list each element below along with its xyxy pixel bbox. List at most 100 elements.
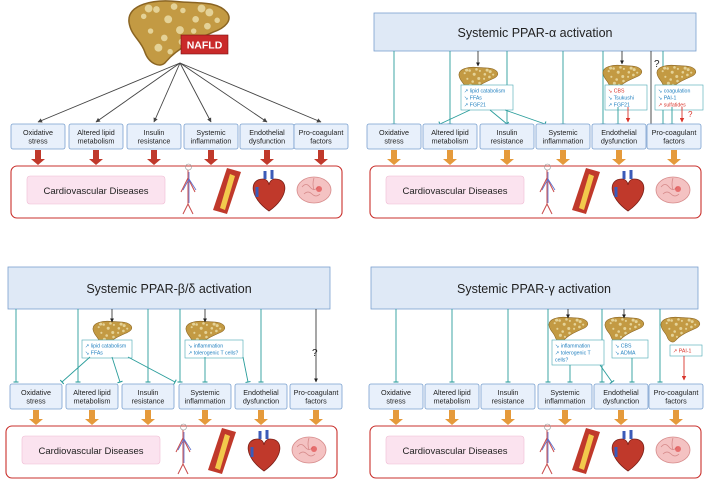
liver-spot xyxy=(638,323,641,326)
panel-ppar-gamma: Systemic PPAR-γ activation↘ inflammation… xyxy=(368,266,704,479)
cvd-panel: Cardiovascular Diseases xyxy=(10,163,343,219)
liver-spot xyxy=(144,4,153,13)
liver-spot xyxy=(677,318,680,321)
liver-spot xyxy=(567,326,571,330)
effect-box-frame xyxy=(654,84,704,111)
brain-folds xyxy=(660,177,680,197)
liver-spot xyxy=(193,331,196,334)
gamma-effect-box-2: ↘ CBS↘ ADMA xyxy=(611,339,649,359)
nafld-arrow xyxy=(179,62,212,123)
liver-spot xyxy=(468,69,471,72)
nafld-arrow xyxy=(95,62,181,123)
liver-spot xyxy=(190,28,197,34)
liver-icon xyxy=(656,64,697,91)
panel-title: Systemic PPAR-γ activation xyxy=(457,282,611,296)
brain-icon xyxy=(291,436,327,464)
liver-spot xyxy=(668,327,671,330)
liver-spot xyxy=(126,327,129,330)
liver-spot xyxy=(690,325,693,329)
liver-spot xyxy=(466,77,469,80)
cvd-label-box xyxy=(26,175,166,205)
liver-spot xyxy=(483,77,486,80)
nafld-arrow xyxy=(37,62,181,123)
liver-spot xyxy=(556,327,559,330)
factor-box-frame xyxy=(366,123,422,150)
factor-box-frame xyxy=(479,123,535,150)
factor-box-frame xyxy=(9,383,63,410)
liver-spot xyxy=(675,74,679,78)
liver-spot xyxy=(629,66,633,70)
liver-spot xyxy=(578,325,581,329)
liver-spot xyxy=(153,6,160,13)
liver-spot xyxy=(673,330,676,333)
factor-box-frame xyxy=(424,383,480,410)
artery-icon xyxy=(213,168,241,214)
liver-spot xyxy=(627,75,630,78)
vessel-icon xyxy=(539,163,556,215)
inhibition-line xyxy=(242,356,251,384)
cvd-panel: Cardiovascular Diseases xyxy=(369,423,702,479)
effect-box-frame xyxy=(81,339,133,359)
liver-spot xyxy=(205,323,208,326)
liver-spot xyxy=(483,73,487,76)
liver-spot xyxy=(555,318,559,322)
cvd-label-box xyxy=(385,175,525,205)
liver-spot xyxy=(686,73,689,77)
liver-spot xyxy=(102,323,105,326)
liver-spot xyxy=(205,335,208,339)
inhibition-line xyxy=(504,109,547,127)
liver-spot xyxy=(471,80,474,83)
artery-icon xyxy=(208,428,236,474)
liver-spot xyxy=(170,3,178,10)
factor-box-frame xyxy=(368,383,424,410)
effect-line: ↘ CBS xyxy=(615,344,632,350)
liver-spot xyxy=(680,319,683,322)
liver-spot xyxy=(122,329,125,333)
liver-spot xyxy=(109,322,112,325)
liver-icon xyxy=(604,316,645,343)
liver-spot xyxy=(621,318,624,321)
down-arrow xyxy=(445,410,459,425)
brain-lesion xyxy=(311,446,317,452)
heart-body xyxy=(252,178,286,212)
heart-vessels xyxy=(258,430,269,439)
vessel-icon xyxy=(539,423,556,475)
effect-box-frame xyxy=(604,84,648,111)
liver-spot xyxy=(681,71,685,74)
factor-box-frame xyxy=(68,123,124,150)
brain-icon xyxy=(655,436,691,464)
vein-lines xyxy=(182,172,197,203)
factor-box-frame xyxy=(591,123,647,150)
liver-spot xyxy=(192,15,199,23)
liver-spot xyxy=(632,68,636,72)
inhibition-line xyxy=(489,109,510,127)
liver-spot xyxy=(475,68,478,71)
liver-spot xyxy=(623,326,627,330)
effect-line: cells? xyxy=(555,358,568,364)
panel-ppar-beta: Systemic PPAR-β/δ activation↗ lipid cata… xyxy=(5,266,343,479)
liver-spot xyxy=(582,323,585,326)
liver-spot xyxy=(573,327,576,330)
factor-box-frame xyxy=(178,383,232,410)
liver-spot xyxy=(99,322,103,326)
liver-spot xyxy=(612,67,615,70)
vessel-head xyxy=(544,163,551,171)
liver-spot xyxy=(624,319,627,322)
liver-spot xyxy=(122,324,126,328)
down-arrow xyxy=(558,410,572,425)
question-mark-red: ? xyxy=(688,110,693,119)
liver-spot xyxy=(631,318,635,322)
factor-box-frame xyxy=(593,383,649,410)
title-box xyxy=(373,12,697,52)
liver-spot xyxy=(214,17,220,24)
